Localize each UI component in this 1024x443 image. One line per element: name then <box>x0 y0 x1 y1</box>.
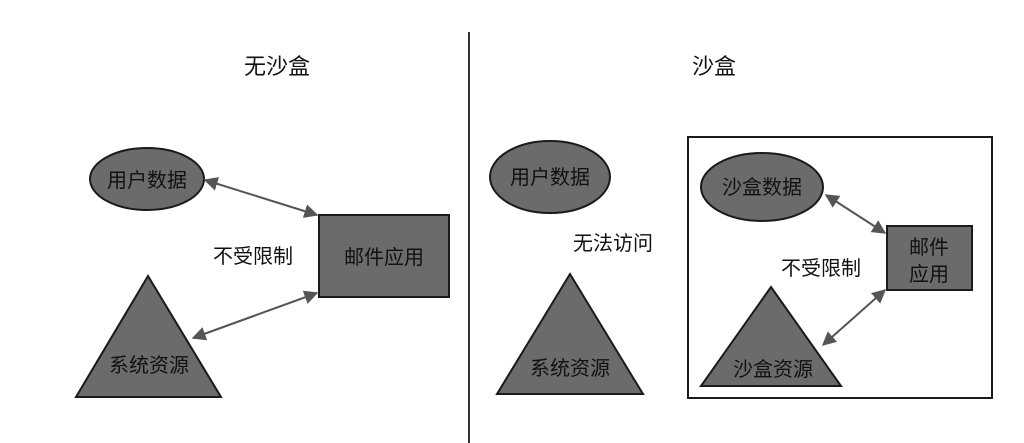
sandbox-mail-app-label-line1: 邮件 <box>909 235 949 259</box>
sandbox-boundary: 沙盒数据 邮件 应用 沙盒资源 不受限制 <box>687 136 993 399</box>
right-user-data-node: 用户数据 <box>489 140 611 214</box>
right-panel-title: 沙盒 <box>692 55 736 80</box>
sandbox-mail-app-node: 邮件 应用 <box>886 225 973 291</box>
right-system-resources-node: 系统资源 <box>495 272 645 395</box>
left-panel-title: 无沙盒 <box>244 55 310 80</box>
left-system-resources-node: 系统资源 <box>74 274 223 398</box>
sandbox-arrow-data-mailapp <box>824 194 887 234</box>
left-panel-no-sandbox: 无沙盒 用户数据 邮件应用 系统资源 不受限制 <box>74 55 450 398</box>
sandbox-resources-node: 沙盒资源 <box>699 285 843 387</box>
sandbox-resources-label: 沙盒资源 <box>733 357 813 381</box>
left-user-data-node: 用户数据 <box>89 147 205 211</box>
sandbox-access-label: 不受限制 <box>781 256 861 280</box>
sandbox-data-node: 沙盒数据 <box>700 152 824 222</box>
right-system-resources-label: 系统资源 <box>530 356 610 380</box>
left-mail-app-node: 邮件应用 <box>318 214 450 298</box>
sandbox-data-label: 沙盒数据 <box>722 175 802 199</box>
left-access-label: 不受限制 <box>213 244 293 268</box>
left-system-resources-label: 系统资源 <box>109 353 189 377</box>
sandbox-mail-app-label-line2: 应用 <box>909 262 949 286</box>
right-no-access-label: 无法访问 <box>573 231 653 255</box>
right-user-data-label: 用户数据 <box>510 165 590 189</box>
left-mail-app-label: 邮件应用 <box>344 245 424 269</box>
left-user-data-label: 用户数据 <box>107 168 187 192</box>
left-arrow-userdata-mailapp <box>203 177 319 218</box>
right-panel-sandbox: 沙盒 用户数据 无法访问 系统资源 沙盒数据 邮件 应用 沙盒资 <box>489 55 993 399</box>
sandbox-arrow-mailapp-resources <box>821 289 887 346</box>
left-arrow-mailapp-resources <box>191 290 319 341</box>
